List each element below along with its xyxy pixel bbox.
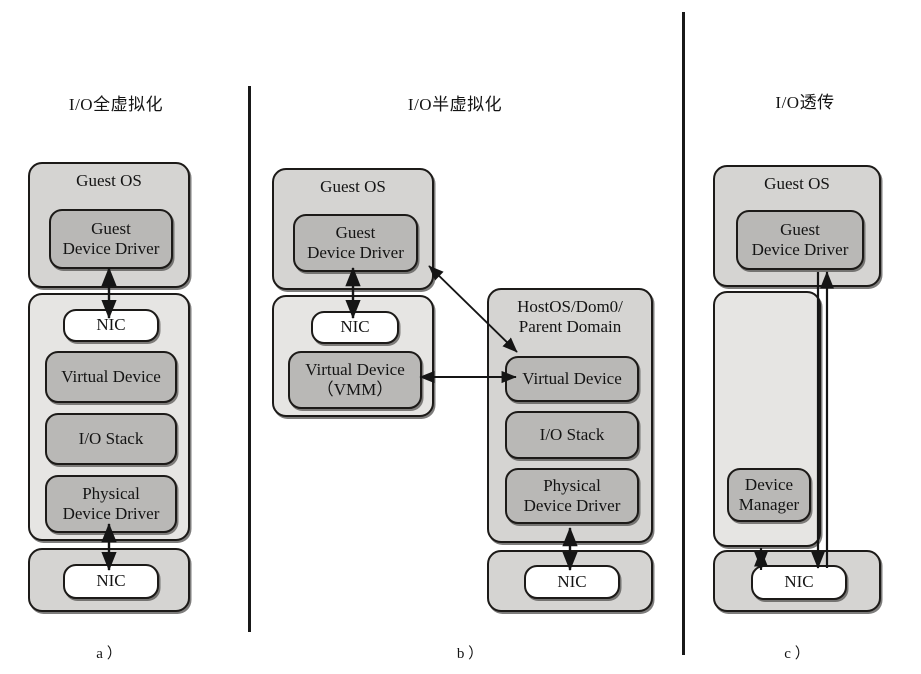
panel-b-virtual-device: Virtual Device xyxy=(505,356,639,402)
panel-b-nic-bottom: NIC xyxy=(524,565,620,599)
panel-a-guest-device-driver: Guest Device Driver xyxy=(49,209,173,269)
panel-a-guest-os-label: Guest OS xyxy=(76,171,142,190)
panel-b-virtual-device-vmm-label: Virtual Device （VMM） xyxy=(305,359,405,399)
panel-c-nic-bottom: NIC xyxy=(751,565,847,600)
panel-b-nic-bottom-label: NIC xyxy=(557,571,587,591)
panel-a-caption: a ） xyxy=(96,646,122,662)
panel-a-nic-bottom: NIC xyxy=(63,564,159,599)
panel-b-guest-device-driver: Guest Device Driver xyxy=(293,214,418,272)
panel-c-hardware: NIC xyxy=(713,550,881,612)
panel-a-guest-os: Guest OS Guest Device Driver xyxy=(28,162,190,288)
divider-right xyxy=(682,12,685,655)
panel-a-io-stack-label: I/O Stack xyxy=(78,428,144,448)
panel-c-caption: c ） xyxy=(784,646,810,662)
panel-a-vmm-layer: NIC Virtual Device I/O Stack Physical De… xyxy=(28,293,190,541)
panel-c-guest-device-driver-label: Guest Device Driver xyxy=(751,219,849,259)
panel-a-nic-top-label: NIC xyxy=(96,315,126,335)
panel-b-host-domain: HostOS/Dom0/ Parent Domain Virtual Devic… xyxy=(487,288,653,543)
panel-a-hardware: NIC xyxy=(28,548,190,612)
panel-c-nic-bottom-label: NIC xyxy=(784,572,814,592)
panel-a-nic-top: NIC xyxy=(63,309,159,342)
panel-b-io-stack-label: I/O Stack xyxy=(539,424,605,444)
panel-b-guest-device-driver-label: Guest Device Driver xyxy=(307,222,404,262)
panel-b-virtual-device-vmm: Virtual Device （VMM） xyxy=(288,351,422,409)
panel-c-device-manager: Device Manager xyxy=(727,468,811,522)
panel-a-physical-device-driver-label: Physical Device Driver xyxy=(62,483,160,523)
panel-a-title: I/O全虚拟化 xyxy=(68,95,164,114)
panel-b-physical-device-driver: Physical Device Driver xyxy=(505,468,639,524)
panel-b-nic-top-label: NIC xyxy=(340,317,370,337)
panel-b-title: I/O半虚拟化 xyxy=(407,95,503,114)
panel-b-hardware: NIC xyxy=(487,550,653,612)
panel-b-physical-device-driver-label: Physical Device Driver xyxy=(523,475,621,515)
panel-a-virtual-device: Virtual Device xyxy=(45,351,177,403)
panel-a-io-stack: I/O Stack xyxy=(45,413,177,465)
panel-a-virtual-device-label: Virtual Device xyxy=(61,366,161,386)
panel-c-guest-device-driver: Guest Device Driver xyxy=(736,210,864,270)
panel-c-guest-os-label: Guest OS xyxy=(764,174,830,193)
divider-left xyxy=(248,86,251,632)
panel-b-io-stack: I/O Stack xyxy=(505,411,639,459)
panel-b-guest-os-label: Guest OS xyxy=(320,177,386,196)
panel-c-vmm-layer: Device Manager xyxy=(713,291,821,547)
panel-c-title: I/O透传 xyxy=(775,93,835,112)
panel-a-nic-bottom-label: NIC xyxy=(96,571,126,591)
panel-c-guest-os: Guest OS Guest Device Driver xyxy=(713,165,881,287)
panel-b-nic-top: NIC xyxy=(311,311,399,344)
panel-a-guest-device-driver-label: Guest Device Driver xyxy=(62,218,160,258)
panel-b-guest-os: Guest OS Guest Device Driver xyxy=(272,168,434,290)
panel-b-virtual-device-label: Virtual Device xyxy=(522,368,622,388)
panel-c-device-manager-label: Device Manager xyxy=(738,474,800,514)
panel-b-host-domain-label: HostOS/Dom0/ Parent Domain xyxy=(517,297,623,337)
panel-b-vmm-layer: NIC Virtual Device （VMM） xyxy=(272,295,434,417)
panel-a-physical-device-driver: Physical Device Driver xyxy=(45,475,177,533)
panel-b-caption: b ） xyxy=(456,646,484,662)
